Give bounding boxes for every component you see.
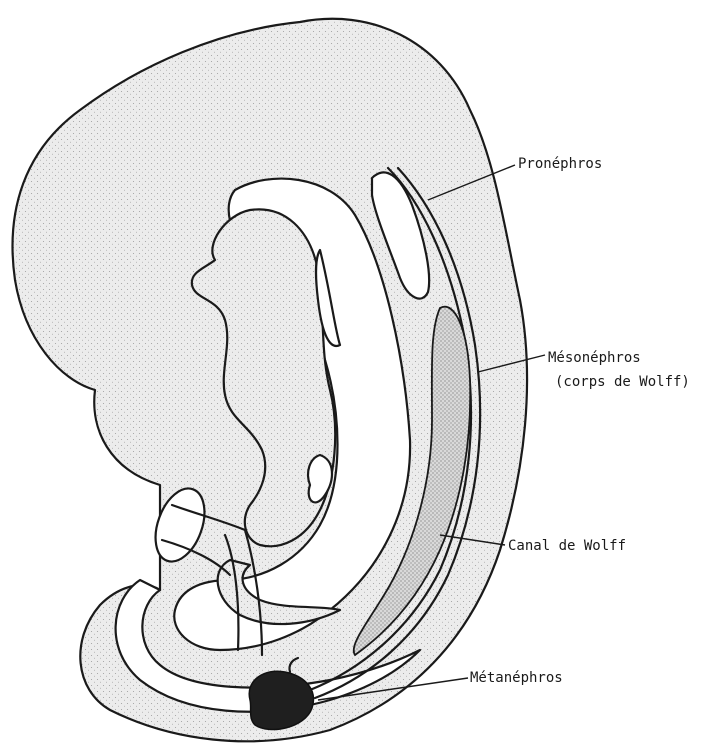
label-canal: Canal de Wolff [508, 538, 626, 554]
label-pronephros: Pronéphros [518, 156, 602, 172]
label-mesonephros: Mésonéphros [548, 350, 641, 366]
label-metanephros: Métanéphros [470, 670, 563, 686]
label-mesonephros-alt: (corps de Wolff) [555, 374, 690, 390]
